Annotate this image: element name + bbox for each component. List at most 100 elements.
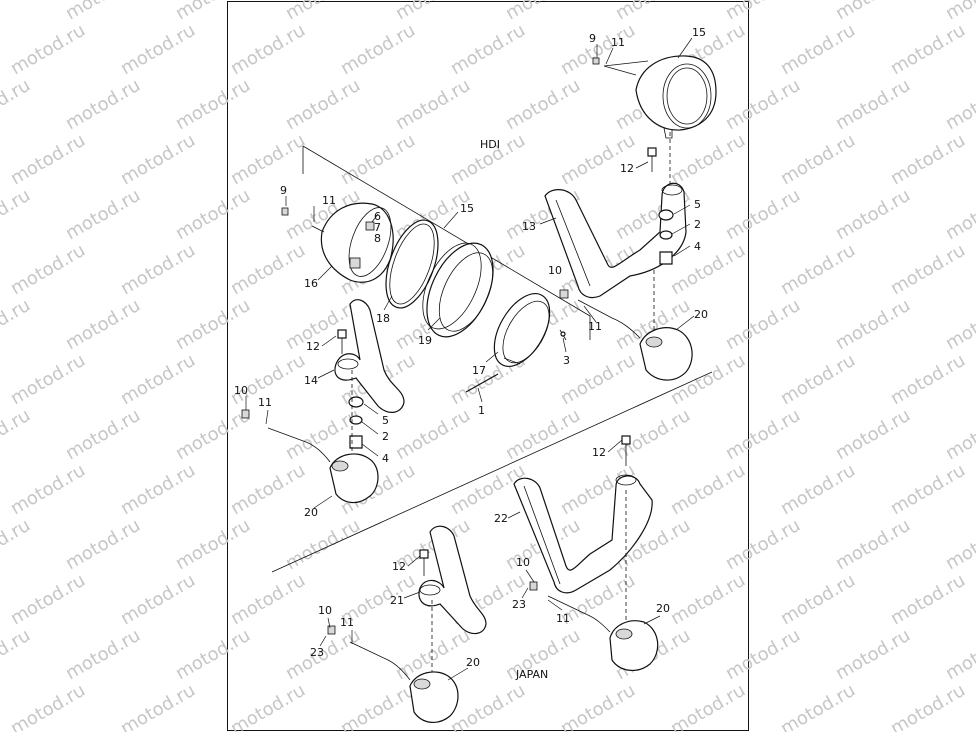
watermark-text: motod.ru	[887, 350, 969, 409]
bracket-14	[334, 299, 405, 413]
watermark-text: motod.ru	[227, 460, 309, 519]
watermark-text: motod.ru	[942, 0, 976, 24]
callout-numbers: 9 11 15 12 5 2 4 13 10 11 20 9 11 6 7 8 …	[234, 26, 708, 669]
watermark-text: motod.ru	[337, 680, 419, 732]
bracket-13	[544, 182, 687, 299]
watermark-text: motod.ru	[887, 240, 969, 299]
indicator-20-japan-left	[327, 625, 459, 723]
watermark-text: motod.ru	[942, 295, 976, 354]
watermark-text: motod.ru	[282, 515, 364, 574]
watermark-text: motod.ru	[337, 20, 419, 79]
watermark-text: motod.ru	[7, 680, 89, 732]
watermark-text: motod.ru	[172, 515, 254, 574]
watermark-text: motod.ru	[0, 75, 34, 134]
watermark-text: motod.ru	[172, 185, 254, 244]
watermark-text: motod.ru	[722, 515, 804, 574]
watermark-text: motod.ru	[887, 460, 969, 519]
watermark-text: motod.ru	[777, 570, 859, 629]
watermark-text: motod.ru	[942, 185, 976, 244]
watermark-text: motod.ru	[0, 295, 34, 354]
watermark-text: motod.ru	[7, 570, 89, 629]
watermark-text: motod.ru	[942, 405, 976, 464]
callout-8: 8	[374, 232, 381, 245]
watermark-text: motod.ru	[502, 75, 584, 134]
watermark-text: motod.ru	[942, 515, 976, 574]
watermark-text: motod.ru	[832, 75, 914, 134]
headlamp-shell-16	[281, 202, 394, 283]
watermark-text: motod.ru	[62, 515, 144, 574]
indicator-20-top	[559, 289, 693, 381]
callout-12: 12	[620, 162, 634, 175]
lamp-housing-15-hdi	[592, 55, 717, 139]
watermark-text: motod.ru	[62, 295, 144, 354]
watermark-text: motod.ru	[282, 0, 364, 24]
callout-10: 10	[516, 556, 530, 569]
watermark-text: motod.ru	[722, 0, 804, 24]
watermark-text: motod.ru	[7, 20, 89, 79]
callout-20: 20	[694, 308, 708, 321]
watermark-text: motod.ru	[612, 405, 694, 464]
watermark-text: motod.ru	[777, 460, 859, 519]
watermark-text: motod.ru	[227, 20, 309, 79]
watermark-text: motod.ru	[117, 350, 199, 409]
callout-15: 15	[460, 202, 474, 215]
watermark-text: motod.ru	[722, 625, 804, 684]
callout-10: 10	[318, 604, 332, 617]
watermark-text: motod.ru	[337, 130, 419, 189]
callout-10: 10	[548, 264, 562, 277]
watermark-text: motod.ru	[62, 75, 144, 134]
watermark-text: motod.ru	[832, 185, 914, 244]
callout-20: 20	[466, 656, 480, 669]
watermark-text: motod.ru	[117, 680, 199, 732]
callout-11: 11	[322, 194, 336, 207]
watermark-text: motod.ru	[502, 405, 584, 464]
bracket-22	[513, 474, 653, 594]
indicator-20-japan-right	[529, 581, 659, 671]
bracket-21	[418, 525, 487, 635]
leader-lines	[245, 37, 695, 681]
watermark-text: motod.ru	[62, 625, 144, 684]
watermark-text: motod.ru	[0, 185, 34, 244]
watermark-text: motod.ru	[722, 295, 804, 354]
callout-23: 23	[310, 646, 324, 659]
callout-5: 5	[694, 198, 701, 211]
watermark-text: motod.ru	[7, 460, 89, 519]
watermark-text: motod.ru	[777, 680, 859, 732]
callout-11: 11	[556, 612, 570, 625]
callout-16: 16	[304, 277, 318, 290]
callout-11: 11	[588, 320, 602, 333]
watermark-text: motod.ru	[942, 625, 976, 684]
watermark-text: motod.ru	[722, 185, 804, 244]
callout-6: 6	[374, 210, 381, 223]
watermark-text: motod.ru	[227, 570, 309, 629]
washers-5-2-nut-4-top	[658, 209, 674, 265]
callout-12: 12	[306, 340, 320, 353]
watermark-text: motod.ru	[172, 295, 254, 354]
callout-17: 17	[472, 364, 486, 377]
watermark-text: motod.ru	[777, 20, 859, 79]
callout-3: 3	[563, 354, 570, 367]
callout-7: 7	[374, 221, 381, 234]
watermark-text: motod.ru	[172, 0, 254, 24]
callout-10: 10	[234, 384, 248, 397]
watermark-text: motod.ru	[667, 130, 749, 189]
watermark-text: motod.ru	[887, 570, 969, 629]
callout-19: 19	[418, 334, 432, 347]
watermark-text: motod.ru	[0, 0, 34, 24]
watermark-text: motod.ru	[447, 20, 529, 79]
callout-13: 13	[522, 220, 536, 233]
callout-12: 12	[392, 560, 406, 573]
bolt-12-top	[647, 147, 657, 172]
callout-22: 22	[494, 512, 508, 525]
watermark-text: motod.ru	[612, 0, 694, 24]
watermark-text: motod.ru	[227, 130, 309, 189]
watermark-text: motod.ru	[722, 405, 804, 464]
callout-2: 2	[382, 430, 389, 443]
bolt-12-japan-left	[419, 549, 429, 576]
watermark-text: motod.ru	[0, 515, 34, 574]
watermark-text: motod.ru	[777, 350, 859, 409]
callout-20: 20	[656, 602, 670, 615]
